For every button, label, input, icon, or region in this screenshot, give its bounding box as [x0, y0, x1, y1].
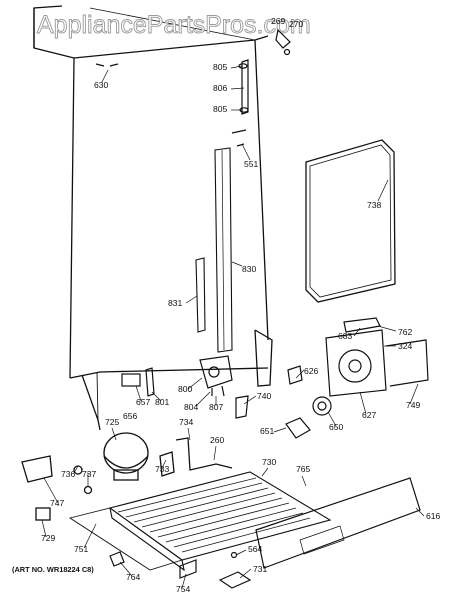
part-labels: 269 270 630 805 806 805 551 738 830 831 …: [41, 16, 441, 594]
part-label-683: 683: [338, 331, 353, 341]
part-label-740: 740: [257, 391, 272, 401]
part-label-747: 747: [50, 498, 65, 508]
part-label-733: 733: [155, 464, 170, 474]
part-label-650: 650: [329, 422, 344, 432]
part-label-805b: 805: [213, 104, 228, 114]
top-parts: [95, 28, 291, 147]
seal-channel: [195, 147, 233, 353]
part-label-762: 762: [398, 327, 413, 337]
part-label-754: 754: [176, 584, 191, 594]
compartment-cover: [109, 477, 421, 589]
part-label-270: 270: [289, 19, 304, 29]
valve-assembly: [121, 355, 233, 397]
art-number: (ART NO. WR18224 C8): [12, 565, 94, 574]
part-label-725: 725: [105, 417, 120, 427]
part-label-831: 831: [168, 298, 183, 308]
part-label-324: 324: [398, 341, 413, 351]
part-label-626: 626: [304, 366, 319, 376]
part-label-805a: 805: [213, 62, 228, 72]
part-label-806: 806: [213, 83, 228, 93]
part-label-269: 269: [271, 16, 286, 26]
part-label-729: 729: [41, 533, 56, 543]
part-label-751: 751: [74, 544, 89, 554]
part-label-616: 616: [426, 511, 441, 521]
leader-lines: [41, 65, 425, 589]
part-label-800: 800: [178, 384, 193, 394]
part-label-736: 736: [61, 469, 76, 479]
part-label-656: 656: [123, 411, 138, 421]
part-label-801: 801: [155, 397, 170, 407]
part-label-734: 734: [179, 417, 194, 427]
part-label-830: 830: [242, 264, 257, 274]
part-label-630: 630: [94, 80, 109, 90]
part-label-651: 651: [260, 426, 275, 436]
fan-housing: [235, 317, 429, 439]
part-label-804: 804: [184, 402, 199, 412]
watermark: AppliancePartsPros.com: [37, 11, 311, 39]
compressor: [21, 432, 233, 521]
part-label-807: 807: [209, 402, 224, 412]
part-label-765: 765: [296, 464, 311, 474]
part-label-731: 731: [253, 564, 268, 574]
part-label-657: 657: [136, 397, 151, 407]
part-label-551: 551: [244, 159, 259, 169]
part-label-730: 730: [262, 457, 277, 467]
gasket: [305, 139, 396, 303]
part-label-738: 738: [367, 200, 382, 210]
part-label-749: 749: [406, 400, 421, 410]
part-label-627: 627: [362, 410, 377, 420]
part-label-737: 737: [82, 469, 97, 479]
cabinet: [33, 5, 273, 431]
condenser-coil: [68, 471, 332, 572]
part-label-260: 260: [210, 435, 225, 445]
part-label-764: 764: [126, 572, 141, 582]
part-label-564: 564: [248, 544, 263, 554]
